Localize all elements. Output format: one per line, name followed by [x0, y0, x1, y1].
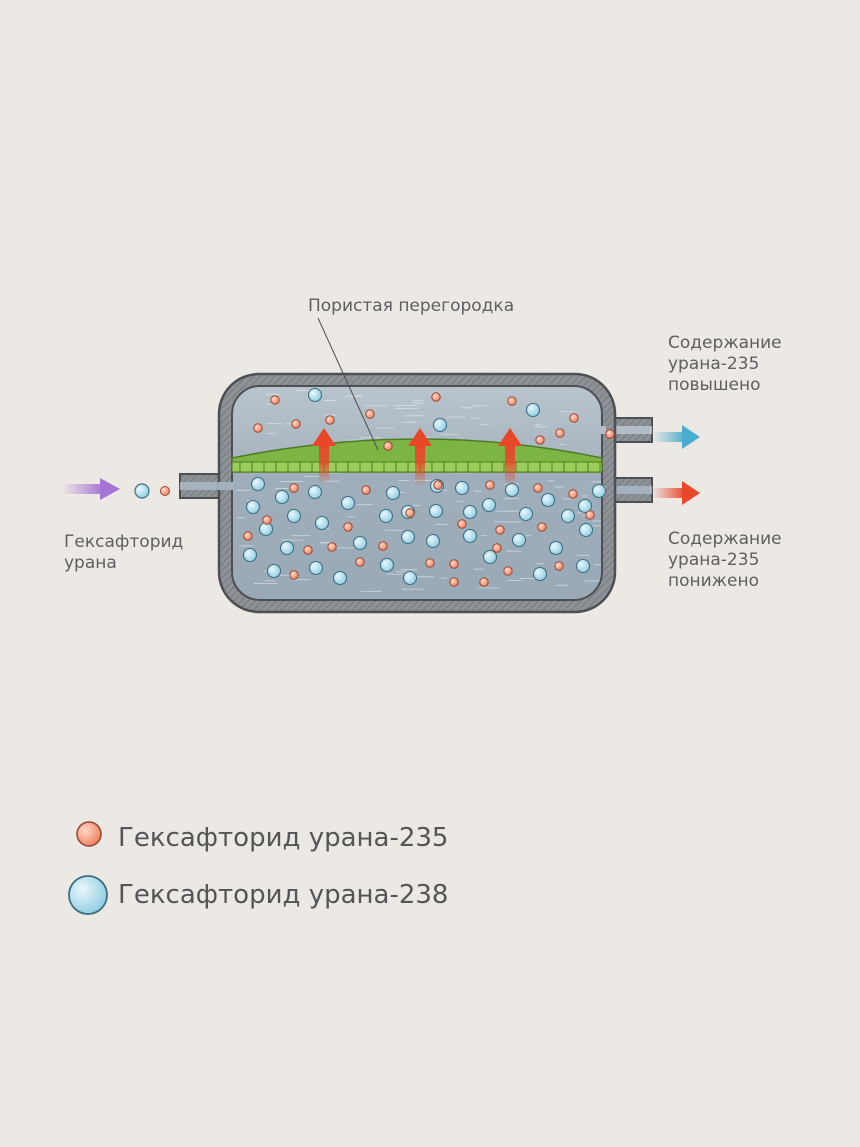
orange-molecule-icon: [270, 395, 280, 405]
orange-molecule-icon: [585, 510, 595, 520]
orange-molecule-icon: [289, 570, 299, 580]
diffusion-arrow: [312, 428, 336, 484]
blue-molecule-icon: [340, 495, 356, 511]
blue-molecule-icon: [379, 557, 395, 573]
blue-molecule-icon: [307, 484, 323, 500]
blue-molecule-icon: [307, 387, 323, 403]
orange-molecule-icon: [503, 566, 513, 576]
legend-label-u238: Гексафторид урана-238: [118, 880, 449, 910]
blue-molecule-icon: [575, 558, 591, 574]
blue-molecule-icon: [352, 535, 368, 551]
blue-molecule-icon: [266, 563, 282, 579]
blue-molecule-icon: [482, 549, 498, 565]
orange-molecule-icon: [303, 545, 313, 555]
blue-molecule-icon: [428, 503, 444, 519]
blue-molecule-icon: [279, 540, 295, 556]
orange-molecule-icon: [431, 392, 441, 402]
orange-molecule-icon: [433, 480, 443, 490]
blue-molecule-icon: [525, 402, 541, 418]
depleted-output-label: Содержание урана-235 понижено: [668, 529, 782, 591]
blue-molecule-icon: [548, 540, 564, 556]
orange-molecule-icon: [243, 531, 253, 541]
orange-molecule-icon: [160, 486, 170, 496]
blue-molecule-icon: [378, 508, 394, 524]
partition-label: Пористая перегородка: [308, 296, 515, 316]
blue-molecule-icon: [540, 492, 556, 508]
blue-molecule-icon: [308, 560, 324, 576]
orange-molecule-icon: [253, 423, 263, 433]
orange-molecule-icon: [537, 522, 547, 532]
diffusion-arrow: [408, 428, 432, 486]
orange-molecule-icon: [495, 525, 505, 535]
blue-molecule-icon: [385, 485, 401, 501]
orange-molecule-icon: [533, 483, 543, 493]
blue-molecule-icon: [314, 515, 330, 531]
molecules-group: [242, 387, 615, 587]
enriched-output-label: Содержание урана-235 повышено: [668, 333, 782, 395]
orange-molecule-icon: [449, 577, 459, 587]
legend-blue-molecule-icon: [68, 875, 108, 915]
orange-molecule-icon: [492, 543, 502, 553]
blue-molecule-icon: [577, 498, 593, 514]
orange-molecule-icon: [479, 577, 489, 587]
blue-molecule-icon: [134, 483, 150, 499]
blue-molecule-icon: [481, 497, 497, 513]
orange-molecule-icon: [485, 480, 495, 490]
blue-molecule-icon: [432, 417, 448, 433]
diffusion-arrow: [498, 428, 522, 486]
blue-molecule-icon: [425, 533, 441, 549]
legend-label-u235: Гексафторид урана-235: [118, 823, 449, 853]
blue-molecule-icon: [518, 506, 534, 522]
orange-molecule-icon: [262, 515, 272, 525]
blue-molecule-icon: [578, 522, 594, 538]
blue-molecule-icon: [250, 476, 266, 492]
orange-molecule-icon: [327, 542, 337, 552]
partition-leader-line: [317, 317, 379, 451]
orange-molecule-icon: [535, 435, 545, 445]
orange-molecule-icon: [383, 441, 393, 451]
orange-molecule-icon: [554, 561, 564, 571]
legend-orange-molecule-icon: [76, 821, 102, 847]
orange-molecule-icon: [365, 409, 375, 419]
orange-molecule-icon: [325, 415, 335, 425]
orange-molecule-icon: [289, 483, 299, 493]
blue-molecule-icon: [286, 508, 302, 524]
orange-molecule-icon: [449, 559, 459, 569]
orange-molecule-icon: [605, 429, 615, 439]
orange-molecule-icon: [425, 558, 435, 568]
blue-molecule-icon: [462, 504, 478, 520]
blue-molecule-icon: [560, 508, 576, 524]
orange-molecule-icon: [378, 541, 388, 551]
orange-molecule-icon: [507, 396, 517, 406]
input-label: Гексафторид урана: [64, 532, 184, 573]
inlet-stream: [62, 478, 170, 500]
orange-molecule-icon: [457, 519, 467, 529]
orange-molecule-icon: [355, 557, 365, 567]
blue-molecule-icon: [532, 566, 548, 582]
blue-molecule-icon: [402, 570, 418, 586]
orange-molecule-icon: [291, 419, 301, 429]
orange-molecule-icon: [343, 522, 353, 532]
blue-molecule-icon: [332, 570, 348, 586]
depleted-outlet-arrow: [652, 481, 700, 505]
blue-molecule-icon: [274, 489, 290, 505]
blue-molecule-icon: [591, 483, 607, 499]
enriched-outlet-arrow: [652, 425, 700, 449]
orange-molecule-icon: [361, 485, 371, 495]
diffusion-arrows: [312, 428, 522, 486]
blue-molecule-icon: [242, 547, 258, 563]
orange-molecule-icon: [405, 508, 415, 518]
blue-molecule-icon: [511, 532, 527, 548]
blue-molecule-icon: [400, 529, 416, 545]
blue-molecule-icon: [462, 528, 478, 544]
orange-molecule-icon: [568, 489, 578, 499]
orange-molecule-icon: [569, 413, 579, 423]
blue-molecule-icon: [454, 480, 470, 496]
blue-molecule-icon: [245, 499, 261, 515]
orange-molecule-icon: [555, 428, 565, 438]
